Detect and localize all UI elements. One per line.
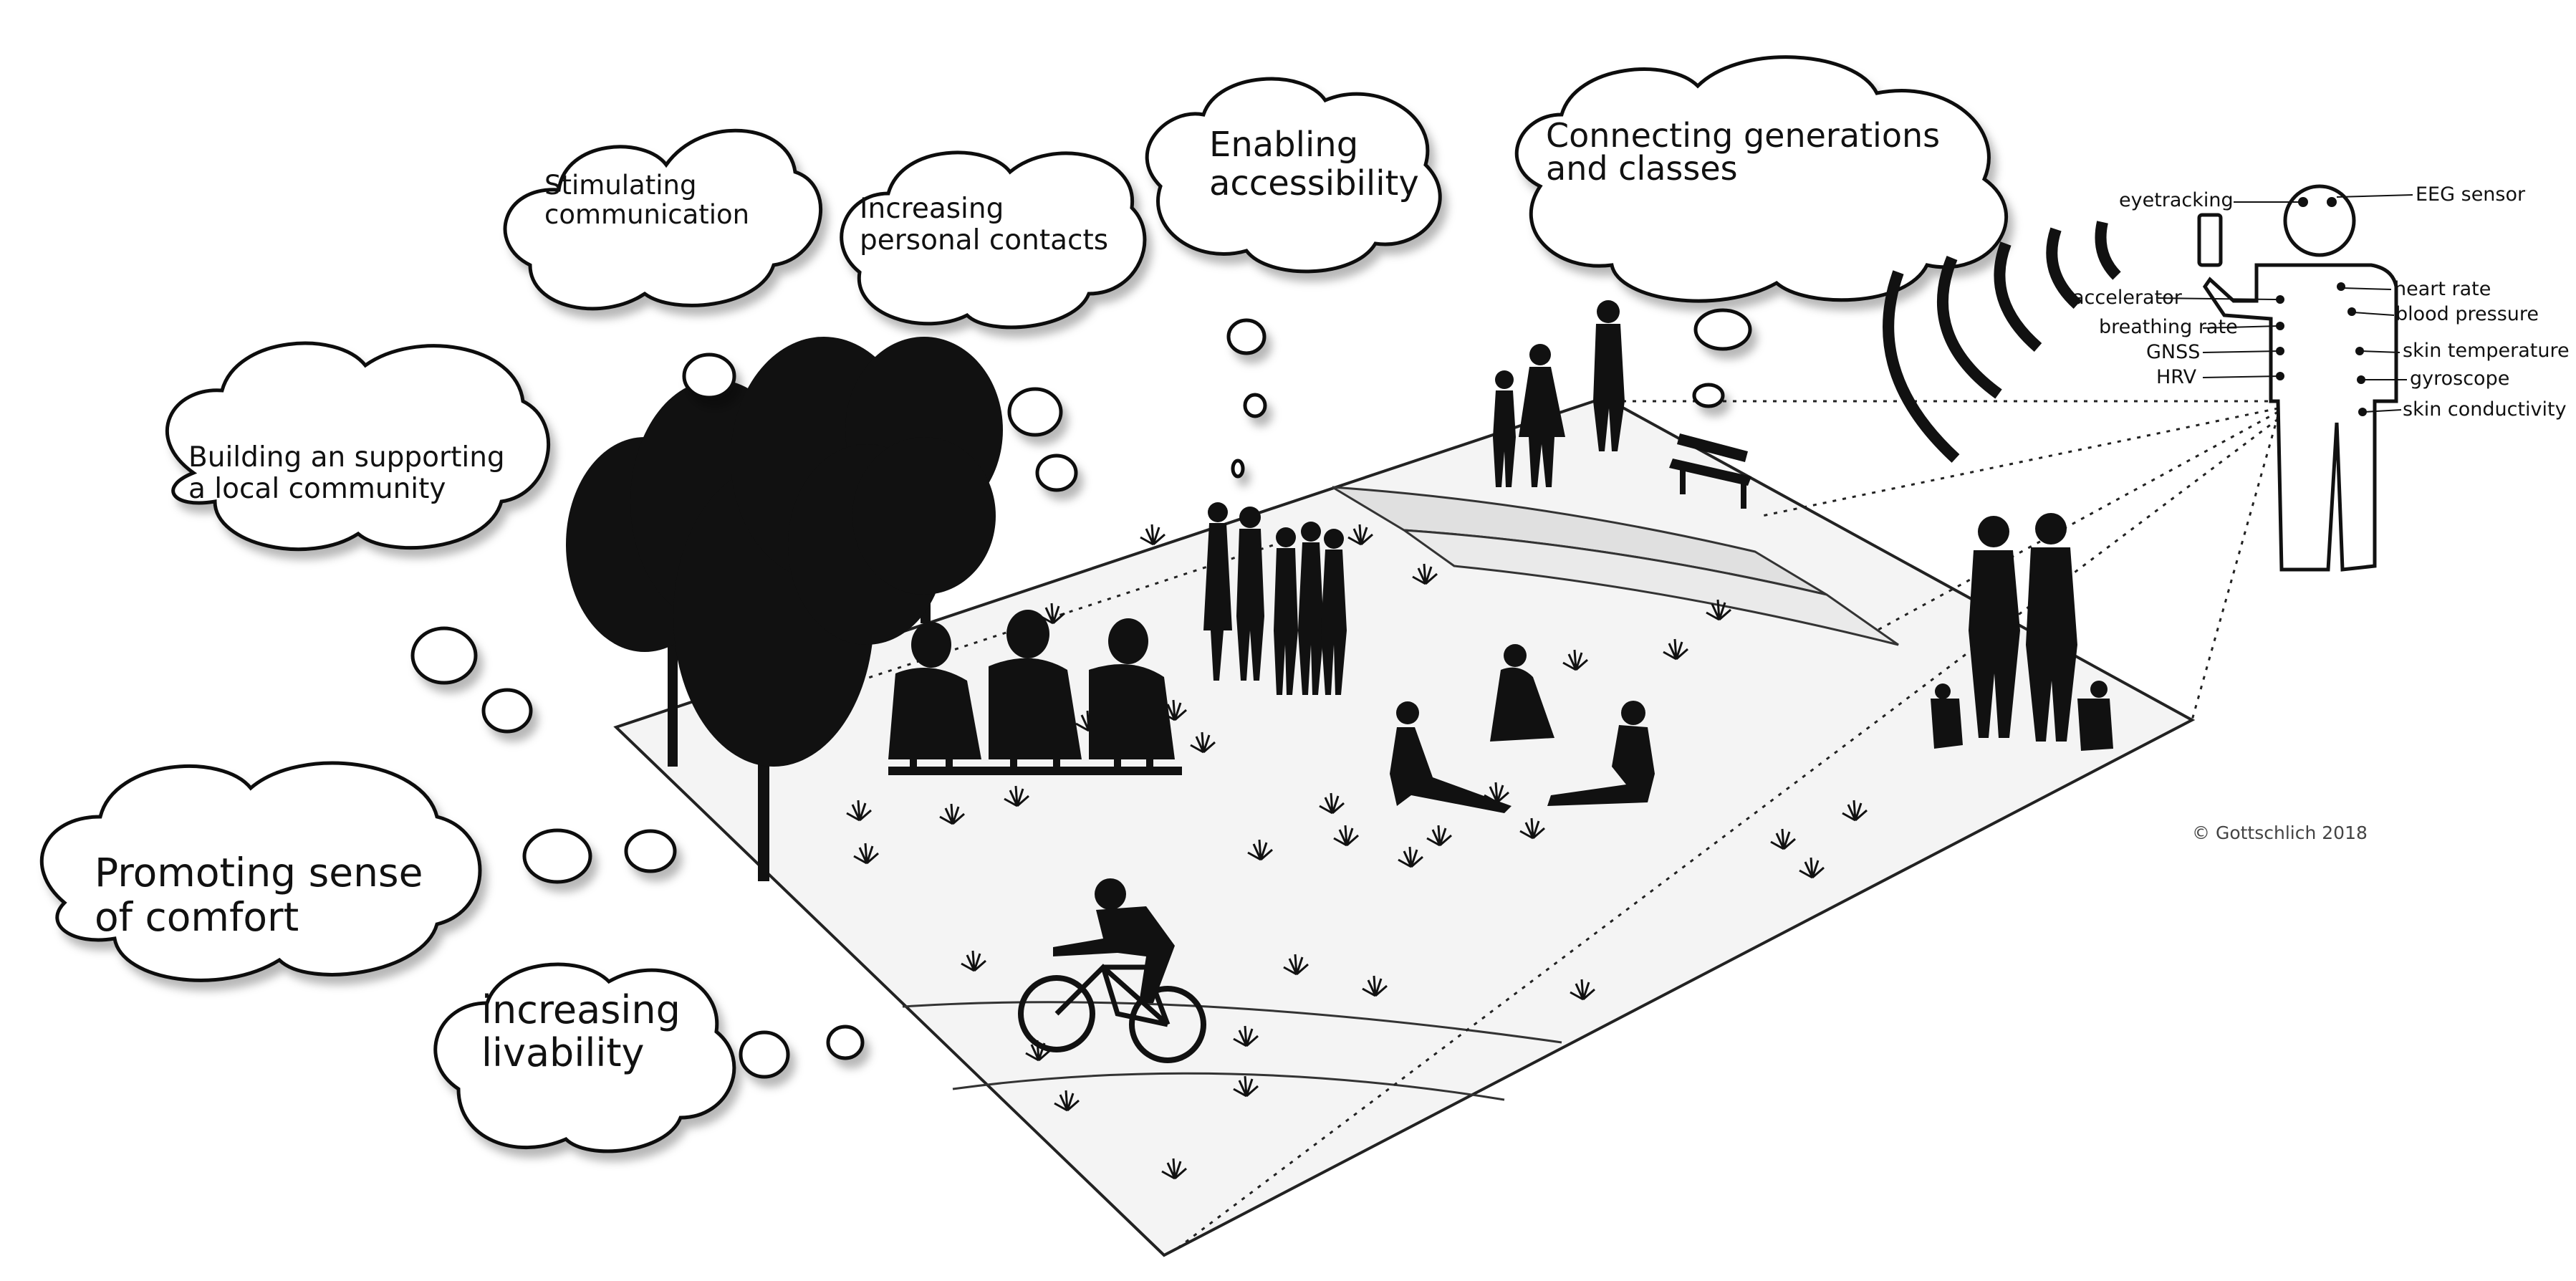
bubble-line: communication bbox=[544, 199, 750, 231]
bubble-line: increasing bbox=[481, 987, 681, 1032]
sensor-wearer-figure bbox=[2197, 184, 2398, 572]
bubble-stimulating-communication: Stimulating communication bbox=[544, 171, 749, 230]
bubble-line: Connecting generations bbox=[1546, 116, 1941, 155]
bubble-line: livability bbox=[481, 1030, 645, 1076]
path-bottom bbox=[902, 1001, 1562, 1101]
sensor-label-breathing-rate: breathing rate bbox=[2099, 316, 2238, 338]
sitting-people bbox=[1390, 644, 1655, 813]
sensor-leader-lines bbox=[2156, 194, 2413, 413]
copyright-notice: © Gottschlich 2018 bbox=[2192, 822, 2368, 843]
bubble-line: Enabling bbox=[1209, 125, 1359, 165]
trees bbox=[566, 337, 1003, 881]
bubble-increasing-personal-contacts: Increasing personal contacts bbox=[860, 193, 1108, 256]
musicians bbox=[888, 610, 1182, 775]
sensor-label-hrv: HRV bbox=[2156, 366, 2197, 388]
bubble-promoting-comfort: Promoting sense of comfort bbox=[95, 850, 423, 940]
sensor-label-gyroscope: gyroscope bbox=[2410, 368, 2510, 390]
bubble-line: personal contacts bbox=[860, 224, 1109, 256]
bubble-line: accessibility bbox=[1209, 163, 1419, 203]
sensor-dots bbox=[2276, 197, 2367, 416]
bubble-line: Increasing bbox=[860, 193, 1004, 225]
thought-bubble-clouds bbox=[39, 55, 2009, 1153]
sensor-label-eeg: EEG sensor bbox=[2416, 183, 2526, 206]
cyclist bbox=[1018, 878, 1206, 1063]
family bbox=[1493, 300, 1625, 487]
sensor-label-skin-conductivity: skin conductivity bbox=[2403, 398, 2567, 421]
bubble-line: a local community bbox=[188, 472, 446, 505]
couple-with-dogs bbox=[1931, 513, 2113, 751]
sensor-label-blood-pressure: blood pressure bbox=[2395, 303, 2539, 325]
bubble-line: Promoting sense bbox=[95, 850, 423, 896]
path-top bbox=[1332, 486, 1899, 646]
sensor-label-skin-temperature: skin temperature bbox=[2403, 340, 2570, 362]
sensor-label-eyetracking: eyetracking bbox=[2119, 189, 2234, 211]
standing-people bbox=[1203, 502, 1347, 695]
sensor-label-heart-rate: heart rate bbox=[2394, 278, 2491, 300]
sensor-label-gnss: GNSS bbox=[2146, 341, 2201, 363]
bubble-line: Stimulating bbox=[544, 170, 697, 201]
bubble-increasing-livability: increasing livability bbox=[481, 987, 681, 1076]
bubble-connecting-generations: Connecting generations and classes bbox=[1546, 119, 1940, 185]
bench bbox=[1669, 433, 1751, 509]
bubble-enabling-accessibility: Enabling accessibility bbox=[1209, 125, 1419, 203]
bubble-line: and classes bbox=[1546, 149, 1738, 188]
bubble-line: Building an supporting bbox=[188, 441, 505, 474]
wireless-signal-icon bbox=[1883, 221, 2121, 463]
sensor-label-accelerator: accelerator bbox=[2072, 287, 2182, 309]
bubble-line: of comfort bbox=[95, 893, 299, 940]
bubble-building-community: Building an supporting a local community bbox=[188, 442, 505, 504]
